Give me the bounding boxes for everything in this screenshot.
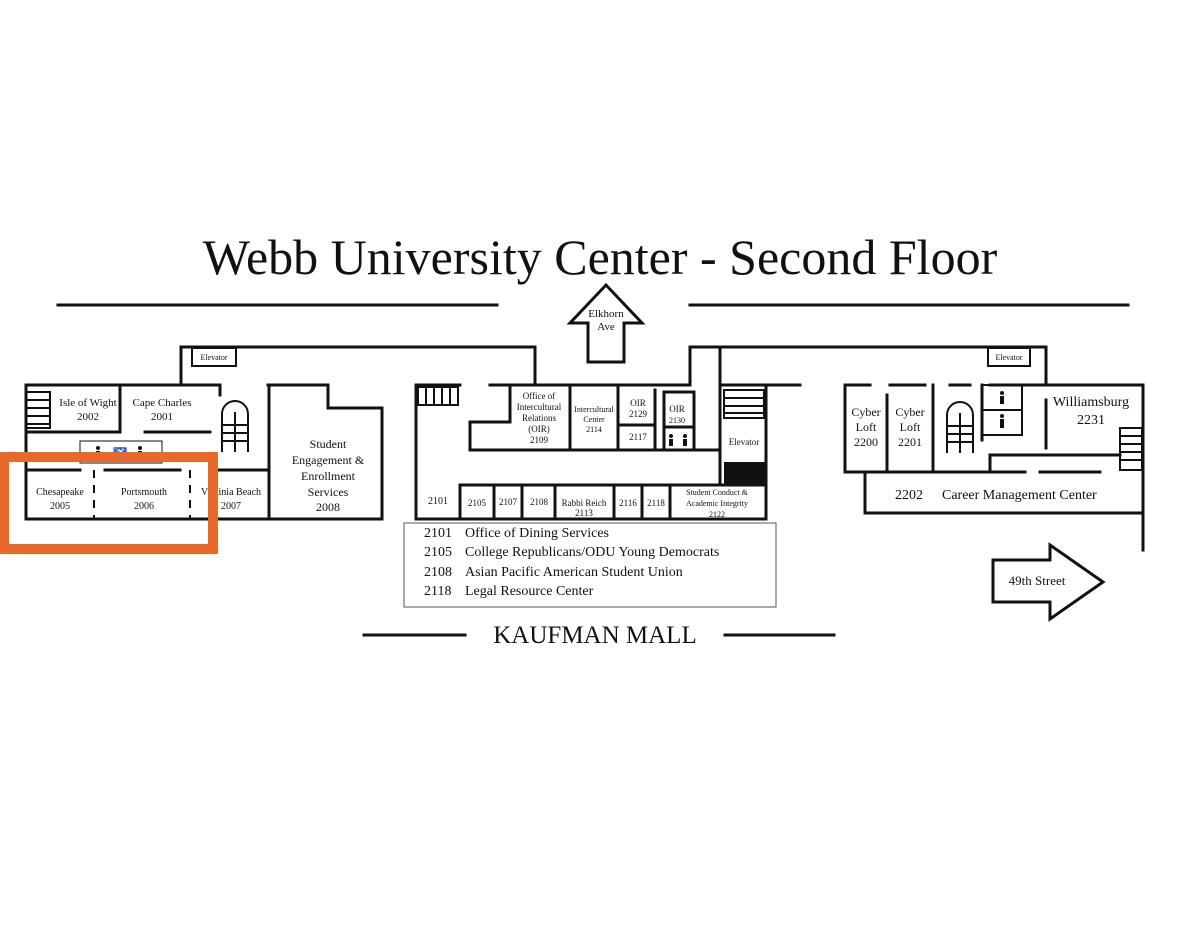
room-label-oir-3: Relations	[522, 413, 556, 423]
room-number-2201: 2201	[898, 435, 922, 449]
legend-number-3: 2118	[424, 584, 451, 599]
room-number-2006: 2006	[134, 501, 154, 512]
room-number-2200: 2200	[854, 435, 878, 449]
49th-street-label: 49th Street	[1009, 573, 1066, 588]
room-number-2105: 2105	[468, 498, 487, 508]
room-number-2101: 2101	[428, 496, 448, 507]
legend-label-0: Office of Dining Services	[465, 526, 609, 541]
room-number-2130: 2130	[669, 416, 685, 425]
room-number-2122: 2122	[709, 510, 725, 519]
room-number-2008: 2008	[316, 500, 340, 514]
elkhorn-label-2: Ave	[597, 321, 615, 333]
east-restroom-men-icon	[1000, 414, 1004, 418]
room-label-student-engagement-3: Enrollment	[301, 469, 356, 483]
room-label-intercultural-center-1: Intercultural	[574, 405, 614, 414]
west-spiral-stair	[221, 400, 249, 452]
room-number-2117: 2117	[629, 432, 647, 442]
room-label-isle-of-wight: Isle of Wight	[59, 397, 116, 409]
room-label-student-conduct-2: Academic Integrity	[686, 499, 748, 508]
room-label-chesapeake: Chesapeake	[36, 487, 84, 498]
room-label-student-conduct-1: Student Conduct &	[686, 488, 749, 497]
elkhorn-arrow: Elkhorn Ave	[566, 282, 646, 364]
kaufman-mall: KAUFMAN MALL	[362, 622, 836, 649]
restroom-women-icon	[683, 434, 687, 438]
legend-number-0: 2101	[424, 526, 452, 541]
elkhorn-label-1: Elkhorn	[588, 308, 624, 320]
room-number-2202: 2202	[895, 488, 923, 503]
center-wing: Elevator Office of Intercultural Relatio…	[414, 345, 1048, 521]
elevator-west-label: Elevator	[200, 353, 227, 362]
legend: 2101 Office of Dining Services 2105 Coll…	[403, 522, 777, 608]
center-stairs	[417, 386, 459, 406]
room-number-2007: 2007	[221, 501, 241, 512]
room-label-portsmouth: Portsmouth	[121, 487, 167, 498]
room-label-oir-2129: OIR	[630, 398, 646, 408]
west-wing: Elevator ♿	[24, 345, 537, 521]
49th-street-arrow: 49th Street	[991, 542, 1106, 622]
restroom-men-icon	[669, 434, 673, 438]
legend-number-2: 2108	[424, 565, 452, 580]
room-number-2231: 2231	[1077, 413, 1105, 428]
east-wing: Elevator Cyber	[764, 345, 1145, 552]
kaufman-mall-label: KAUFMAN MALL	[493, 622, 696, 649]
room-label-oir-2: Intercultural	[517, 402, 562, 412]
room-label-williamsburg: Williamsburg	[1053, 395, 1129, 410]
east-restroom-women-icon	[1000, 391, 1004, 395]
east-stairs	[1119, 427, 1143, 471]
legend-label-2: Asian Pacific American Student Union	[465, 565, 683, 580]
room-number-2107: 2107	[499, 497, 518, 507]
room-label-oir-1: Office of	[523, 391, 556, 401]
room-label-rabbi-reich: Rabbi Reich	[562, 498, 607, 508]
center-black-block	[724, 462, 766, 486]
room-number-2001: 2001	[151, 411, 173, 423]
room-label-cyber-loft-2201-1: Cyber	[895, 405, 924, 419]
legend-label-3: Legal Resource Center	[465, 584, 594, 599]
room-label-intercultural-center-2: Center	[583, 415, 605, 424]
legend-number-1: 2105	[424, 545, 452, 560]
room-number-2108: 2108	[530, 497, 549, 507]
east-spiral-stair	[946, 401, 974, 453]
room-label-virginia-beach: Virginia Beach	[201, 487, 261, 498]
legend-label-1: College Republicans/ODU Young Democrats	[465, 545, 719, 560]
room-label-oir-4: (OIR)	[528, 424, 550, 434]
room-number-2113: 2113	[575, 508, 593, 518]
room-number-2005: 2005	[50, 501, 70, 512]
room-label-student-engagement-4: Services	[308, 485, 349, 499]
room-number-2114: 2114	[586, 425, 602, 434]
room-number-2129: 2129	[629, 409, 648, 419]
elevator-center-label: Elevator	[729, 437, 760, 447]
room-label-cyber-loft-2200-2: Loft	[856, 420, 877, 434]
elevator-east-label: Elevator	[995, 353, 1022, 362]
room-label-student-engagement-2: Engagement &	[292, 453, 365, 467]
map-title: Webb University Center - Second Floor	[203, 229, 998, 285]
room-label-cyber-loft-2200-1: Cyber	[851, 405, 880, 419]
room-number-2109: 2109	[530, 435, 549, 445]
room-label-student-engagement-1: Student	[310, 437, 347, 451]
room-number-2118: 2118	[647, 498, 665, 508]
room-label-cape-charles: Cape Charles	[133, 397, 192, 409]
room-label-career-management-center: Career Management Center	[942, 488, 1097, 503]
west-stairs	[25, 391, 51, 429]
room-number-2002: 2002	[77, 411, 99, 423]
room-label-cyber-loft-2201-2: Loft	[900, 420, 921, 434]
room-number-2116: 2116	[619, 498, 637, 508]
room-label-oir-2130: OIR	[669, 404, 685, 414]
highlight-box	[0, 452, 218, 554]
